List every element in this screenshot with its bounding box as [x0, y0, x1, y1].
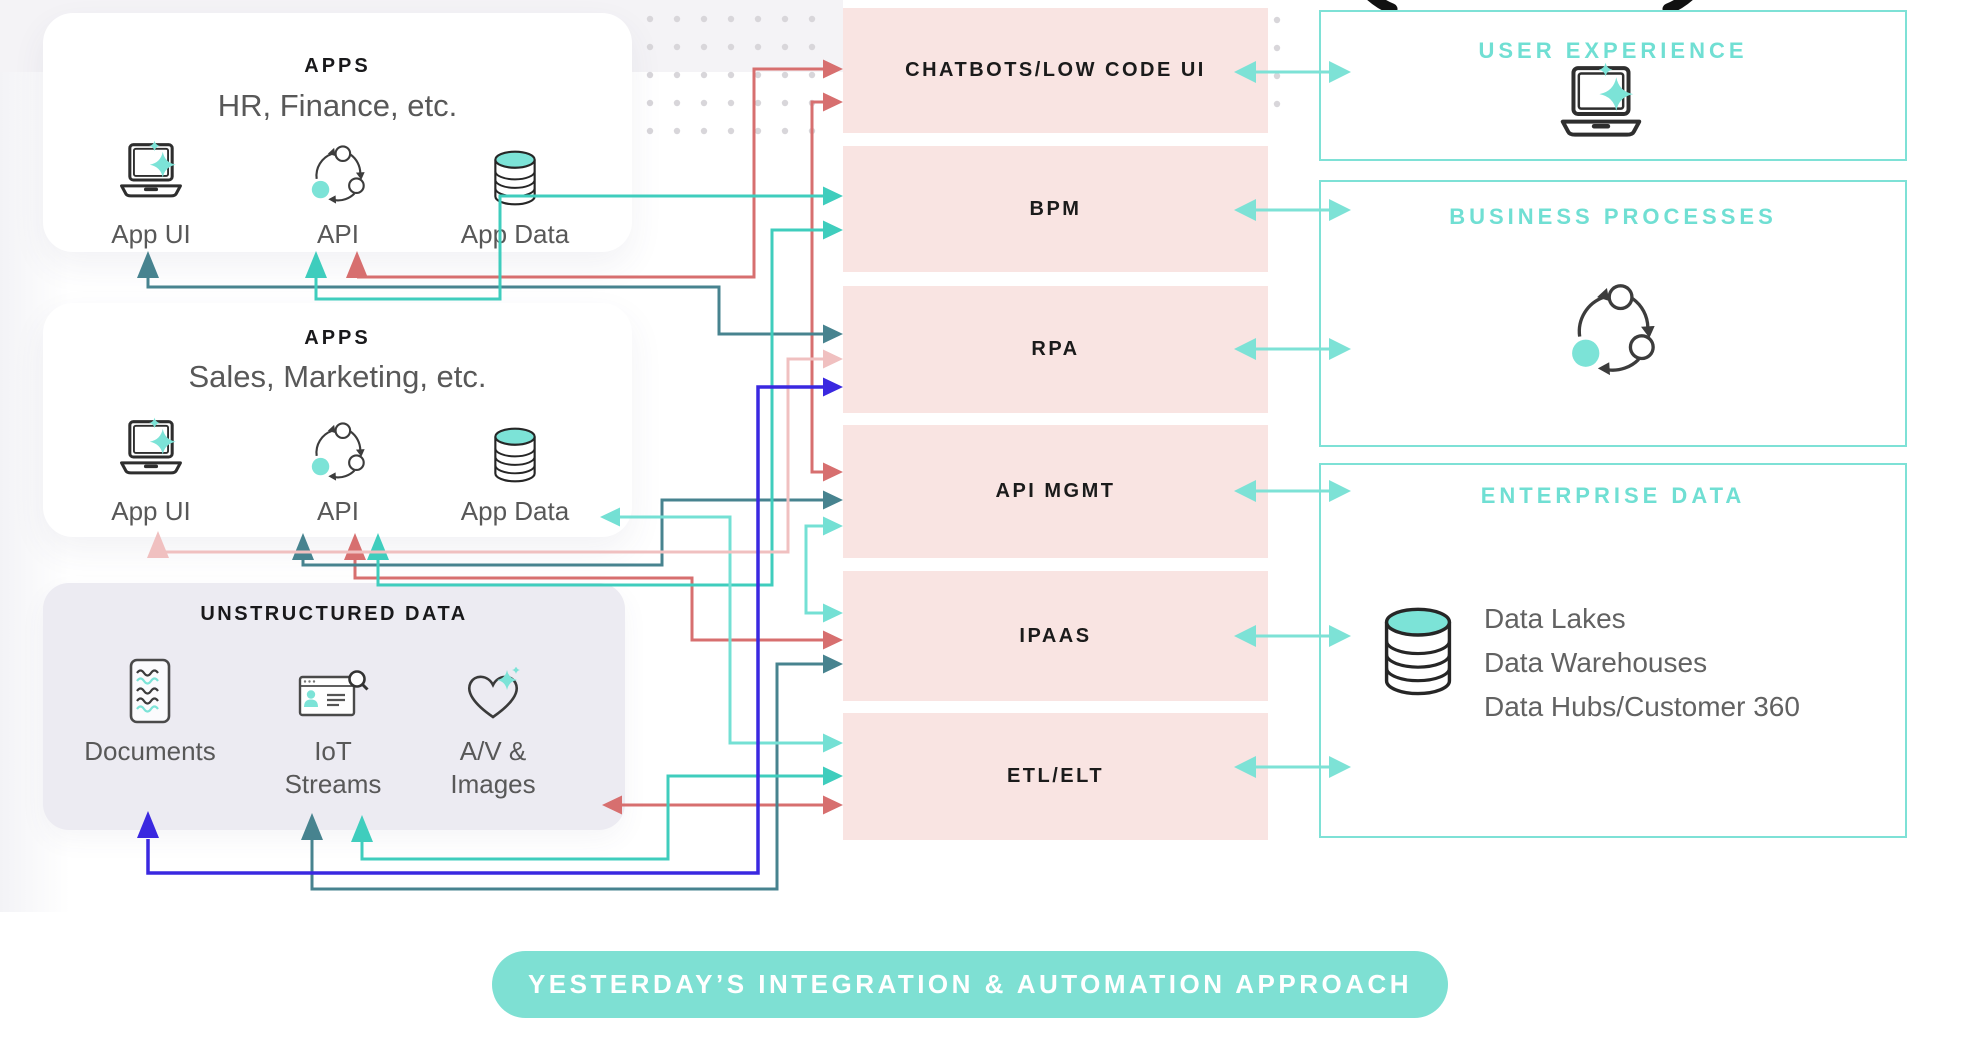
apps-sales-subtitle: Sales, Marketing, etc.: [188, 359, 487, 394]
document-icon: [122, 655, 178, 725]
middle-box-bpm: BPM: [843, 146, 1268, 272]
enterprise-data-box: ENTERPRISE DATA Data Lakes Data Warehous…: [1319, 463, 1907, 838]
business-processes-title: BUSINESS PROCESSES: [1449, 204, 1777, 229]
enterprise-data-title: ENTERPRISE DATA: [1480, 483, 1746, 508]
footer-banner-label: YESTERDAY’S INTEGRATION & AUTOMATION APP…: [527, 969, 1413, 999]
iot-browser-icon: [297, 655, 369, 725]
wire-appdata-to-etl: [620, 515, 824, 745]
user-experience-title: USER EXPERIENCE: [1478, 38, 1748, 63]
middle-box-api-mgmt: API MGMT: [843, 425, 1268, 558]
api-label: API: [317, 496, 359, 526]
unstructured-data-card: UNSTRUCTURED DATA Documents IoT Streams …: [43, 583, 625, 830]
apps-hr-subtitle: HR, Finance, etc.: [217, 88, 458, 123]
av-images-label: A/V & Images: [450, 736, 536, 799]
app-ui-label: App UI: [111, 219, 191, 249]
footer-banner: YESTERDAY’S INTEGRATION & AUTOMATION APP…: [492, 951, 1448, 1018]
apps-sales-title: APPS: [304, 327, 371, 349]
etl-label: ETL/ELT: [1006, 765, 1105, 787]
api-cycle-icon: [1563, 282, 1663, 387]
parenthesis-right-tip: [1662, 0, 1693, 15]
middle-box-chatbots: CHATBOTS/LOW CODE UI: [843, 8, 1268, 133]
ipaas-label: IPAAS: [1019, 624, 1092, 647]
enterprise-data-list: Data Lakes Data Warehouses Data Hubs/Cus…: [1484, 597, 1800, 729]
api-cycle-icon: [306, 415, 370, 485]
laptop-icon: [111, 415, 191, 485]
app-data-label: App Data: [460, 219, 570, 249]
enterprise-data-line: Data Hubs/Customer 360: [1484, 691, 1800, 722]
iot-streams-item: IoT Streams: [248, 655, 418, 801]
app-ui-item: App UI: [66, 138, 236, 251]
chatbots-label: CHATBOTS/LOW CODE UI: [905, 59, 1206, 81]
iot-streams-label: IoT Streams: [284, 736, 382, 799]
wire-chatbots-to-api-mgmt: [810, 100, 824, 474]
laptop-icon: [1549, 62, 1653, 156]
enterprise-data-line: Data Lakes: [1484, 603, 1626, 634]
database-icon: [490, 138, 540, 208]
heart-media-icon: [461, 655, 525, 725]
unstructured-title: UNSTRUCTURED DATA: [200, 603, 468, 625]
database-icon: [1378, 605, 1458, 704]
documents-item: Documents: [65, 655, 235, 768]
av-images-item: A/V & Images: [408, 655, 578, 801]
bpm-label: BPM: [1029, 197, 1082, 220]
api-mgmt-label: API MGMT: [995, 480, 1116, 502]
documents-label: Documents: [84, 736, 216, 766]
laptop-icon: [111, 138, 191, 208]
api-item: API: [253, 138, 423, 251]
middle-box-ipaas: IPAAS: [843, 571, 1268, 701]
api-cycle-icon: [306, 138, 370, 208]
middle-box-rpa: RPA: [843, 286, 1268, 413]
enterprise-data-line: Data Warehouses: [1484, 647, 1708, 678]
apps-hr-title: APPS: [304, 55, 371, 77]
apps-hr-card: APPS HR, Finance, etc. App UI API App: [43, 13, 632, 252]
api-item: API: [253, 415, 423, 528]
app-ui-label: App UI: [111, 496, 191, 526]
app-data-label: App Data: [460, 496, 570, 526]
business-processes-box: BUSINESS PROCESSES: [1319, 180, 1907, 447]
app-data-item: App Data: [430, 415, 600, 528]
parenthesis-left-tip: [1367, 0, 1398, 15]
app-data-item: App Data: [430, 138, 600, 251]
api-label: API: [317, 219, 359, 249]
user-experience-box: USER EXPERIENCE: [1319, 10, 1907, 161]
rpa-label: RPA: [1031, 338, 1080, 360]
apps-sales-card: APPS Sales, Marketing, etc. App UI API: [43, 303, 632, 537]
database-icon: [490, 415, 540, 485]
app-ui-item: App UI: [66, 415, 236, 528]
middle-box-etl: ETL/ELT: [843, 713, 1268, 840]
wire-api-mgmt-to-ipaas: [804, 524, 824, 615]
